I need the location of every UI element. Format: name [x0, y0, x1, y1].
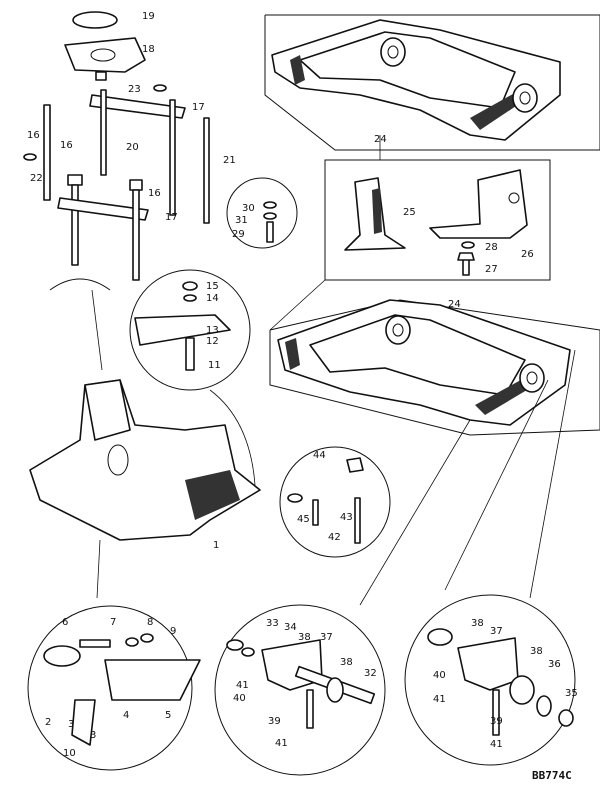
- callout: 23: [128, 84, 141, 95]
- callout: 12: [206, 336, 219, 347]
- subframe-lower: [269, 299, 600, 436]
- crossmember-assembly: [29, 379, 261, 541]
- callout: 24: [448, 299, 461, 310]
- callout: 11: [208, 360, 221, 371]
- callout: 37: [490, 626, 503, 637]
- callout: 41: [490, 739, 503, 750]
- callout: 32: [364, 668, 377, 679]
- callout: 20: [126, 142, 139, 153]
- detail-circle-42-45: [279, 446, 391, 558]
- callout: 8: [147, 617, 153, 628]
- callout: 1: [213, 540, 219, 551]
- diagram-code: BB774C: [532, 769, 572, 782]
- callout: 2: [45, 717, 51, 728]
- callout: 29: [232, 229, 245, 240]
- callout: 38: [530, 646, 543, 657]
- callout: 16: [148, 188, 161, 199]
- bracket-box: [324, 159, 551, 281]
- callout: 13: [206, 325, 219, 336]
- callout: 25: [403, 207, 416, 218]
- callout: 5: [165, 710, 171, 721]
- callout: 45: [297, 514, 310, 525]
- callout: 24: [374, 134, 387, 145]
- callout: 39: [268, 716, 281, 727]
- callout: 4: [123, 710, 129, 721]
- callout: 16: [60, 140, 73, 151]
- callout: 30: [242, 203, 255, 214]
- callout: 9: [170, 626, 176, 637]
- callout: 26: [521, 249, 534, 260]
- callout: 27: [485, 264, 498, 275]
- callout: 37: [320, 632, 333, 643]
- callout: 14: [206, 293, 219, 304]
- callout: 28: [485, 242, 498, 253]
- callout: 6: [62, 617, 68, 628]
- callout: 41: [275, 738, 288, 749]
- callout: 38: [471, 618, 484, 629]
- detail-circle-32-41: [214, 604, 386, 776]
- mounting-stack: [23, 11, 210, 291]
- callout-labels: 1 2 3 3 4 5 6 7 8 9 10 11 12 13 14 15 16…: [27, 11, 578, 759]
- callout: 31: [235, 215, 248, 226]
- callout: 44: [313, 450, 326, 461]
- callout: 39: [490, 716, 503, 727]
- callout: 3: [68, 719, 74, 730]
- callout: 38: [298, 632, 311, 643]
- callout: 17: [192, 102, 205, 113]
- callout: 40: [233, 693, 246, 704]
- detail-circle-35-41: [404, 594, 576, 766]
- callout: 38: [340, 657, 353, 668]
- callout: 33: [266, 618, 279, 629]
- callout: 41: [433, 694, 446, 705]
- callout: 18: [142, 44, 155, 55]
- callout: 40: [433, 670, 446, 681]
- callout: 16: [27, 130, 40, 141]
- callout: 15: [206, 281, 219, 292]
- callout: 17: [165, 212, 178, 223]
- detail-circle-2-10: [27, 605, 201, 771]
- callout: 3: [90, 730, 96, 741]
- callout: 21: [223, 155, 236, 166]
- leader-lines: [91, 135, 576, 606]
- callout: 42: [328, 532, 341, 543]
- callout: 35: [565, 688, 578, 699]
- callout: 36: [548, 659, 561, 670]
- subframe-upper: [264, 14, 600, 151]
- detail-circle-11-15: [129, 269, 251, 391]
- callout: 19: [142, 11, 155, 22]
- callout: 10: [63, 748, 76, 759]
- callout: 34: [284, 622, 297, 633]
- callout: 43: [340, 512, 353, 523]
- callout: 22: [30, 173, 43, 184]
- callout: 7: [110, 617, 116, 628]
- callout: 41: [236, 680, 249, 691]
- loose-parts-29-31: [226, 177, 298, 249]
